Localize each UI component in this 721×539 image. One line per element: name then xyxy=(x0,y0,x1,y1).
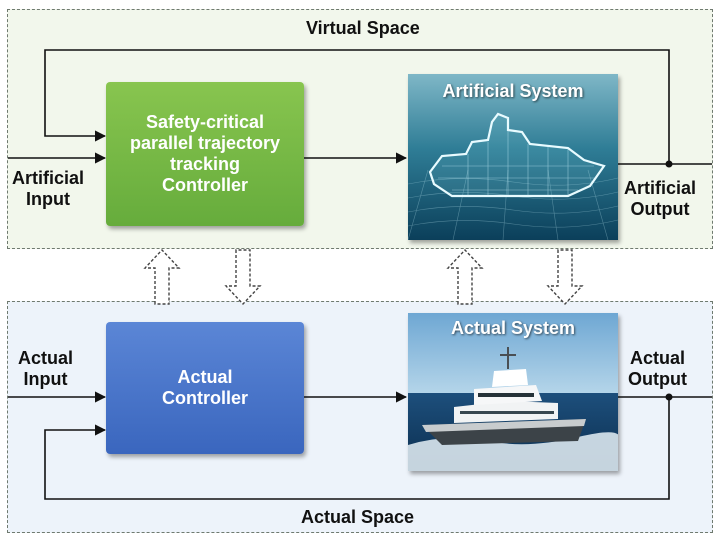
controller-up-arrow xyxy=(143,248,181,305)
artificial-system-title: Artificial System xyxy=(442,81,584,101)
artificial-output-junction xyxy=(665,160,673,168)
controller-down-arrow xyxy=(224,249,262,306)
actual-output-junction xyxy=(665,393,673,401)
actual-output-label: Actual Output xyxy=(628,348,687,389)
artificial-system-image: Artificial System xyxy=(408,74,618,240)
artificial-output-label: Artificial Output xyxy=(624,178,697,219)
artificial-input-label: Artificial Input xyxy=(12,168,85,209)
system-down-arrow xyxy=(546,249,584,306)
parallel-controller-label: Safety-critical parallel trajectory trac… xyxy=(129,112,281,195)
system-up-arrow xyxy=(446,248,484,305)
actual-system-image: Actual System xyxy=(408,313,618,471)
artificial-feedback-loop xyxy=(44,49,670,164)
actual-input-label: Actual Input xyxy=(18,348,74,389)
actual-controller-label: Actual Controller xyxy=(161,367,248,408)
virtual-space-title: Virtual Space xyxy=(306,18,420,38)
ship-photo-icon xyxy=(408,313,618,471)
actual-system-title: Actual System xyxy=(450,318,576,338)
actual-space-title: Actual Space xyxy=(301,507,415,527)
wireframe-ship-icon xyxy=(408,74,618,240)
actual-controller-block: Actual Controller xyxy=(106,322,304,454)
parallel-controller-block: Safety-critical parallel trajectory trac… xyxy=(106,82,304,226)
actual-feedback-loop xyxy=(44,397,670,500)
